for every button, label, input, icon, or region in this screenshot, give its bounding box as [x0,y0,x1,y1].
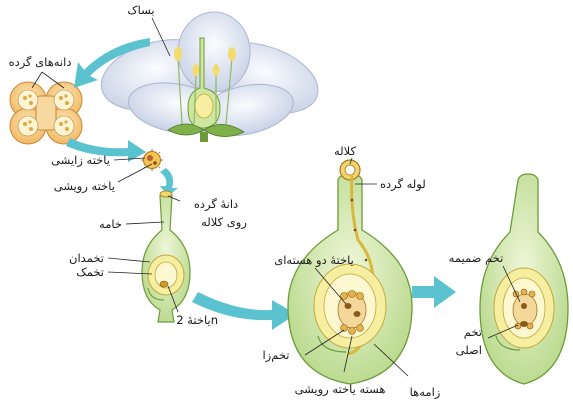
label-generative-cell: یاخته زایشی [51,153,110,168]
arrow-to-fertilized [412,276,456,308]
label-cell-2n: یاختهٔ 2n [176,313,218,327]
flower-anther [174,47,182,61]
label-pollen-on-stigma-1: دانهٔ گرده [194,197,238,212]
label-tube-nucleus: هسته یاخته رویشی [295,382,386,397]
pistil-large-before [288,160,412,384]
flower-ovary-inner [195,94,213,118]
label-stigma: کلاله [334,144,357,158]
pistil-small [142,191,190,322]
pistil-large-after [480,174,568,384]
label-tube-cell: یاخته رویشی [54,179,115,194]
label-sperm-cells: زامه‌ها [410,385,441,400]
flower-anther [193,64,200,76]
label-endosperm: تخم ضمیمه [449,251,504,265]
label-pollen-grains: دانه‌های گرده [9,55,72,70]
label-ovary: تخمدان [69,251,104,265]
label-zygote-1: تخم [464,325,482,339]
label-anther: بساک [127,3,154,17]
flower-anther [213,64,220,76]
label-pollen-tube: لوله گرده [380,177,426,192]
label-ovule: تخمک [76,265,104,279]
label-egg-cell: تخم‌زا [262,348,289,363]
label-style: خامه [99,217,122,231]
label-binucleate-cell: یاختهٔ دو هسته‌ای [274,253,354,268]
flower-stem [200,132,208,142]
flower-illustration [93,12,327,143]
label-zygote-2: اصلی [456,343,482,357]
anther-cross-section [10,82,82,144]
flower-petal [178,12,250,92]
flower-anther [228,47,236,61]
label-pollen-on-stigma-2: روی کلاله [201,215,247,230]
